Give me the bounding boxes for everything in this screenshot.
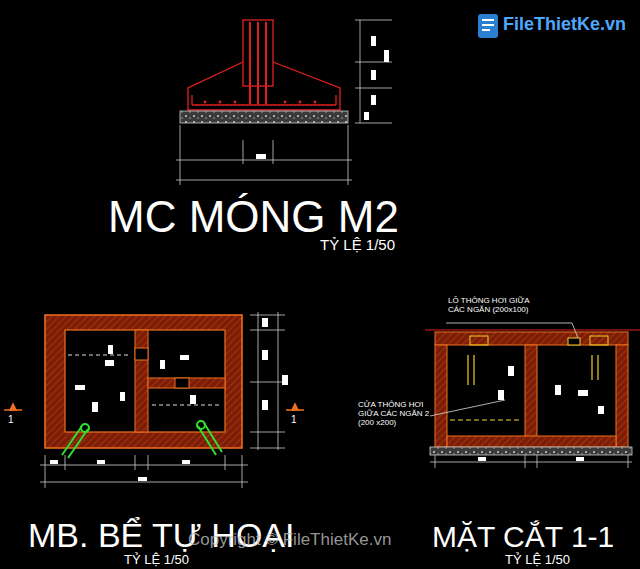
drawing-title: MẶT CẮT 1-1 xyxy=(432,520,614,555)
scale-note: TỶ LỆ 1/50 xyxy=(505,553,570,568)
drawing-title: MC MÓNG M2 xyxy=(108,192,399,243)
callout-note: CỬA THÔNG HƠI GIỮA CÁC NGĂN 2 (200 x200) xyxy=(358,400,430,428)
scale-note: TỶ LỆ 1/50 xyxy=(124,553,189,568)
lean-concrete xyxy=(180,111,348,123)
section-mark: 1 xyxy=(291,414,297,426)
callout-note: LỖ THÔNG HƠI GIỮA CÁC NGĂN (200x100) xyxy=(448,296,536,314)
septic-plan xyxy=(4,312,304,488)
logo-text: FileThietKe.vn xyxy=(503,14,626,35)
septic-section xyxy=(425,323,640,468)
footing-section xyxy=(188,20,340,110)
section-mark: 1 xyxy=(8,414,14,426)
footing-dimensions xyxy=(176,20,392,185)
watermark: Copyright © FileThietKe.vn xyxy=(188,530,391,550)
scale-note: TỶ LỆ 1/50 xyxy=(320,236,395,253)
logo-icon xyxy=(478,14,498,38)
section-marker xyxy=(4,404,304,410)
leader-line xyxy=(430,323,578,416)
